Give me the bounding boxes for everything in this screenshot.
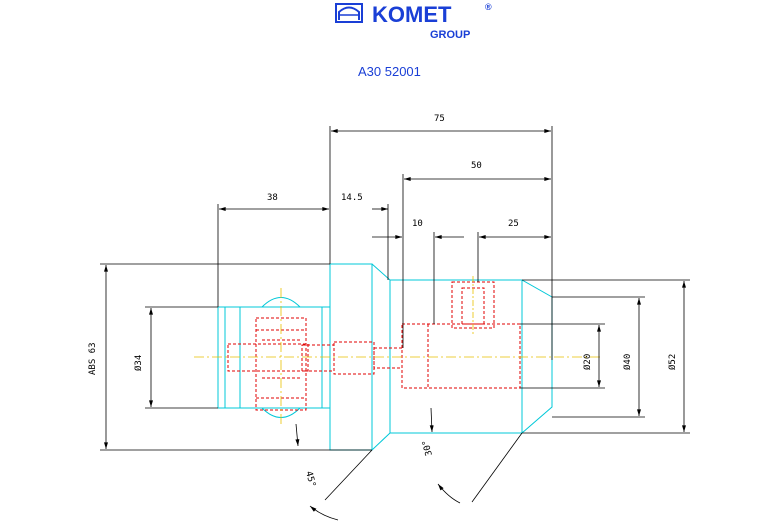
dimension-lines [100, 126, 690, 521]
dim-dia-34: Ø34 [133, 355, 144, 371]
dim-14-5: 14.5 [341, 193, 363, 203]
dim-75: 75 [434, 114, 445, 124]
dim-25: 25 [508, 219, 519, 229]
logo-emblem-icon [335, 3, 363, 23]
hidden-lines [227, 281, 521, 411]
dim-abs-63: ABS 63 [88, 342, 98, 375]
centerlines [194, 276, 600, 425]
dim-50: 50 [471, 161, 482, 171]
dim-10: 10 [412, 219, 423, 229]
logo-brand: KOMET [372, 2, 452, 27]
komet-logo: KOMET ® GROUP [335, 2, 492, 41]
logo-registered: ® [485, 2, 492, 12]
logo-group: GROUP [430, 29, 470, 41]
part-number: A30 52001 [358, 64, 421, 79]
dim-angle-30: 30° [421, 439, 435, 457]
dim-dia-20: Ø20 [582, 354, 593, 370]
dim-angle-45: 45° [303, 470, 317, 488]
dim-dia-52: Ø52 [667, 354, 678, 370]
dim-dia-40: Ø40 [622, 354, 633, 370]
dim-38: 38 [267, 193, 278, 203]
